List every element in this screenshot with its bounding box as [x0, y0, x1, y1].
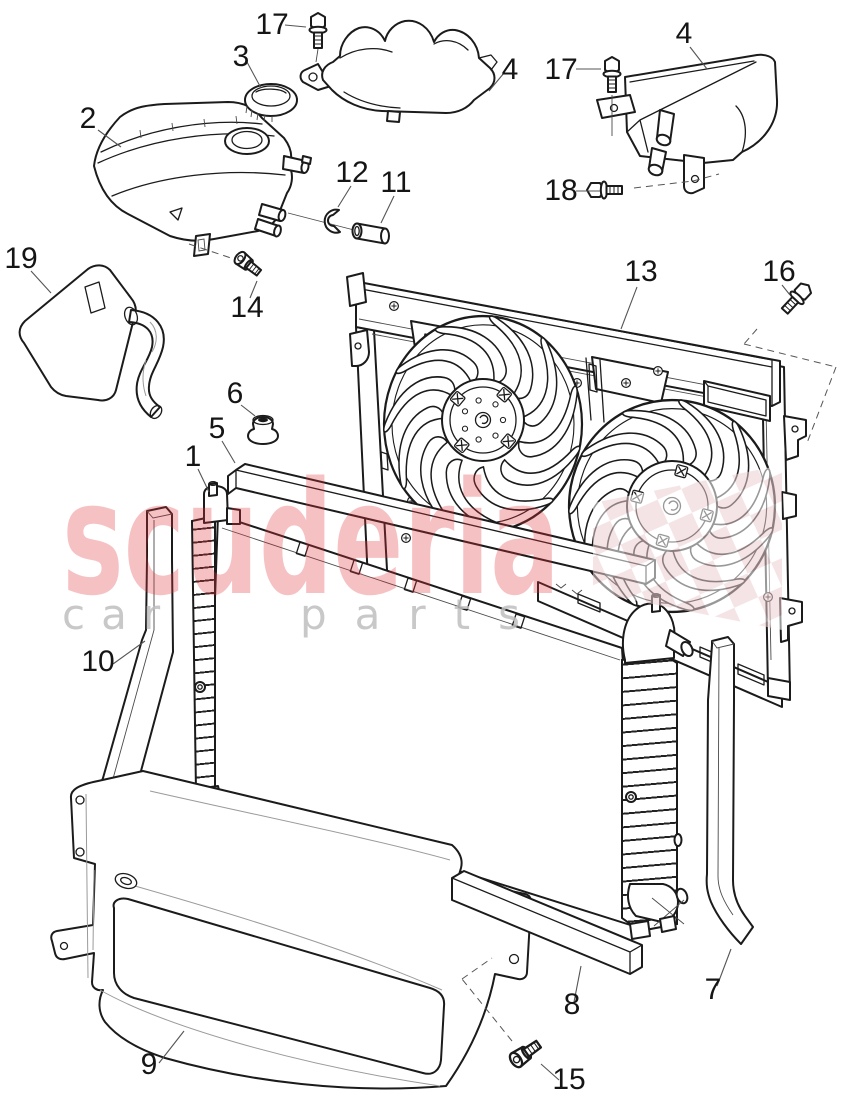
filler-cap — [244, 83, 298, 122]
bolt-15 — [461, 957, 545, 1071]
callout-17b[interactable]: 17 — [544, 53, 577, 86]
callout-4a[interactable]: 4 — [502, 53, 519, 86]
callout-7[interactable]: 7 — [705, 973, 722, 1006]
callout-19[interactable]: 19 — [4, 242, 37, 275]
leader-lines — [30, 24, 791, 1081]
checker-flag — [593, 465, 782, 630]
callout-2[interactable]: 2 — [80, 102, 97, 135]
hose-clip — [323, 208, 341, 234]
hose-stub — [351, 222, 390, 245]
callout-18[interactable]: 18 — [544, 174, 577, 207]
bolt-17-left — [308, 12, 328, 63]
reservoir-middle — [299, 19, 498, 123]
callout-4b[interactable]: 4 — [676, 17, 693, 50]
callout-5[interactable]: 5 — [209, 412, 226, 445]
callout-12[interactable]: 12 — [335, 156, 368, 189]
callout-17a[interactable]: 17 — [255, 8, 288, 41]
reservoir-right — [596, 53, 779, 195]
bolt-18 — [586, 173, 720, 200]
callout-6[interactable]: 6 — [227, 377, 244, 410]
callout-14[interactable]: 14 — [230, 291, 263, 324]
watermark-brand: scuderia — [62, 448, 560, 630]
callout-11[interactable]: 11 — [380, 166, 411, 199]
bolt-16 — [743, 278, 837, 444]
bolt-17-right — [602, 56, 622, 136]
expansion-tank — [93, 83, 355, 257]
grommet — [247, 414, 279, 445]
watermark-sub-right: parts — [300, 590, 548, 639]
callout-13[interactable]: 13 — [624, 255, 657, 288]
callout-8[interactable]: 8 — [564, 988, 581, 1021]
bolt-14 — [188, 243, 265, 280]
callout-1[interactable]: 1 — [185, 440, 202, 473]
callout-3[interactable]: 3 — [233, 40, 250, 73]
air-duct — [50, 770, 532, 1090]
callouts: 17 3 4 17 4 2 12 11 18 19 14 13 16 6 5 1… — [4, 8, 795, 1096]
watermark: scuderia car parts — [62, 448, 782, 639]
bracket-right — [705, 636, 754, 945]
lower-mounting-bar — [451, 870, 643, 975]
callout-15[interactable]: 15 — [552, 1063, 585, 1096]
fan-left — [382, 314, 584, 534]
callout-10[interactable]: 10 — [81, 645, 114, 678]
cover-with-hose — [18, 264, 165, 420]
callout-16[interactable]: 16 — [762, 255, 795, 288]
watermark-sub-left: car — [62, 590, 176, 639]
callout-9[interactable]: 9 — [141, 1048, 158, 1081]
